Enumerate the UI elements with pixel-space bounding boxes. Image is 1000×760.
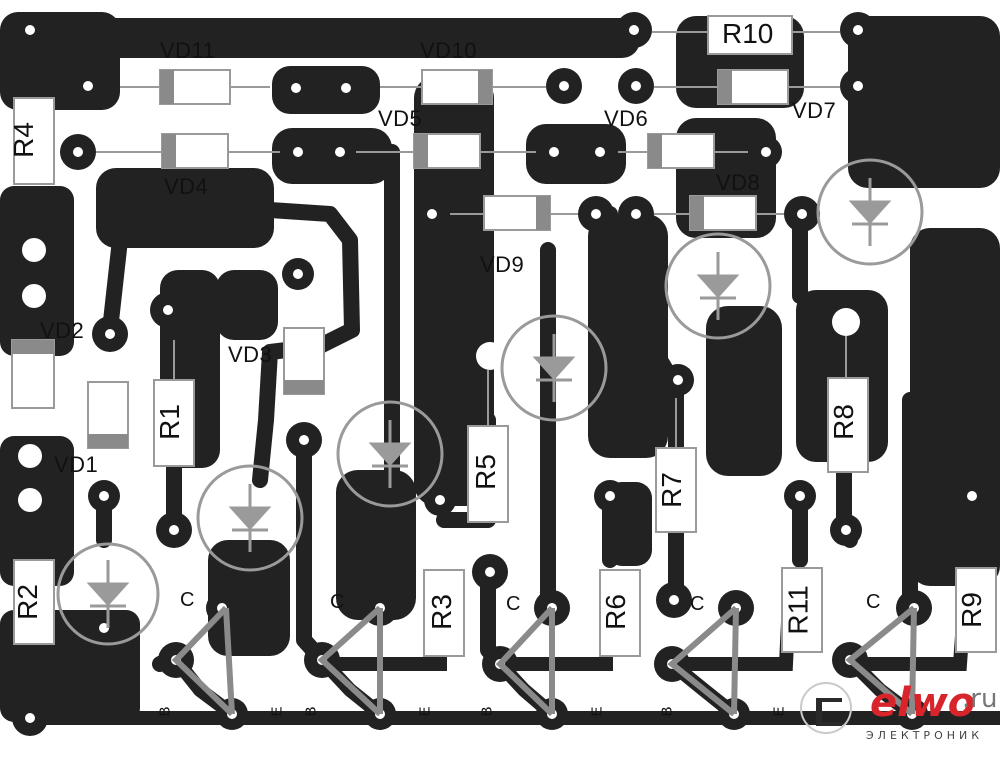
copper-fill-right-mid — [910, 228, 1000, 586]
copper-fill-center-right — [588, 214, 668, 458]
logo-tld: .ru — [962, 684, 998, 714]
label-vd9: VD9 — [480, 252, 525, 277]
pin-e-2: E — [416, 706, 434, 717]
elwo-mark-icon — [800, 682, 852, 734]
label-r9: R9 — [955, 592, 987, 628]
pin-b-1: B — [156, 706, 174, 717]
transistor-4 — [667, 605, 738, 717]
diode-symbols — [86, 178, 892, 628]
r3-body — [423, 569, 465, 657]
silkscreen-layer — [11, 15, 997, 717]
label-vd3: VD3 — [228, 342, 273, 367]
vertical-outlines — [11, 97, 997, 657]
copper-layer — [0, 12, 1000, 736]
label-vd4: VD4 — [164, 174, 209, 199]
vd4-band — [162, 134, 176, 168]
pin-e-4: E — [770, 706, 788, 717]
pin-c-5: C — [866, 591, 881, 613]
pin-c-1: C — [180, 589, 195, 611]
copper-fill-center-column — [414, 76, 494, 506]
label-r6: R6 — [599, 594, 631, 630]
vd10-band — [478, 70, 492, 104]
label-vd11: VD11 — [160, 38, 216, 63]
r1-body — [153, 379, 195, 467]
pin-c-3: C — [506, 593, 521, 615]
transistor-outlines — [171, 605, 917, 717]
pin-b-2: B — [302, 706, 320, 717]
pin-e-3: E — [588, 706, 606, 717]
copper-fill-left-mid — [0, 186, 74, 356]
r10-body — [707, 15, 793, 55]
label-r7: R7 — [655, 472, 687, 508]
vd3-band — [284, 380, 324, 394]
label-vd5: VD5 — [378, 106, 423, 131]
label-vd2: VD2 — [40, 318, 85, 343]
r2-body — [13, 559, 55, 645]
vd9-band — [536, 196, 550, 230]
label-r5: R5 — [469, 454, 501, 490]
vd7-band — [718, 70, 732, 104]
pin-b-3: B — [478, 706, 496, 717]
copper-fill-left-low — [0, 436, 74, 586]
r9-body — [955, 567, 997, 653]
diode-outlines — [96, 15, 840, 231]
label-r1: R1 — [153, 404, 185, 440]
copper-fill-top-strip — [40, 18, 640, 58]
diode-circle-vd-d — [500, 314, 608, 422]
logo-subtitle: ЭЛЕКТРОНИК — [866, 729, 984, 742]
r4-body — [13, 97, 55, 185]
label-r3: R3 — [425, 594, 457, 630]
diode-circles — [56, 158, 924, 646]
label-r8: R8 — [827, 404, 859, 440]
elwo-logo: elwo .ru ЭЛЕКТРОНИК — [800, 680, 1000, 756]
pad — [18, 488, 42, 512]
label-r2: R2 — [11, 584, 43, 620]
r8-body — [827, 377, 869, 473]
vd8-band — [690, 196, 704, 230]
label-vd8: VD8 — [716, 170, 761, 195]
pad — [18, 444, 42, 468]
diode-circle-vd-f — [816, 158, 924, 266]
vd5-band — [414, 134, 428, 168]
pad — [476, 342, 504, 370]
pad — [22, 284, 46, 308]
vd1-band — [88, 434, 128, 448]
vd6-band — [648, 134, 662, 168]
trace-vd4-r1 — [102, 202, 128, 338]
transistor-2 — [317, 605, 383, 717]
pin-c-2: C — [330, 591, 345, 613]
diode-circle-vd-e — [664, 232, 772, 340]
trace-vd3-to-r3 — [296, 432, 330, 668]
vd11-band — [160, 70, 174, 104]
label-vd10: VD10 — [420, 38, 478, 63]
label-vd6: VD6 — [604, 106, 649, 131]
vd2-band — [12, 340, 54, 354]
r6-body — [599, 569, 641, 657]
transistor-5 — [845, 605, 916, 717]
diode-circle-vd-c — [336, 400, 444, 508]
pin-b-4: B — [658, 706, 676, 717]
r11-body — [781, 567, 823, 653]
diode-circle-vd-b — [196, 464, 304, 572]
diode-circle-vd-a — [56, 542, 160, 646]
copper-fill-vd4-area — [96, 168, 274, 248]
copper-fill-right-top — [848, 16, 1000, 188]
label-r4: R4 — [7, 122, 39, 158]
label-vd1: VD1 — [54, 452, 99, 477]
pad — [832, 308, 860, 336]
label-r10: R10 — [722, 18, 774, 49]
pad — [22, 238, 46, 262]
transistor-3 — [495, 605, 555, 717]
trace-r4-to-vd3 — [252, 202, 360, 488]
pin-c-4: C — [690, 593, 705, 615]
label-vd7: VD7 — [792, 98, 837, 123]
transistor-1 — [171, 605, 235, 717]
pin-e-1: E — [268, 706, 286, 717]
copper-fill-vd3-area — [216, 270, 278, 340]
logo-word: elwo — [870, 680, 976, 726]
copper-fill-vd-right — [706, 306, 782, 476]
label-r11: R11 — [782, 585, 814, 635]
